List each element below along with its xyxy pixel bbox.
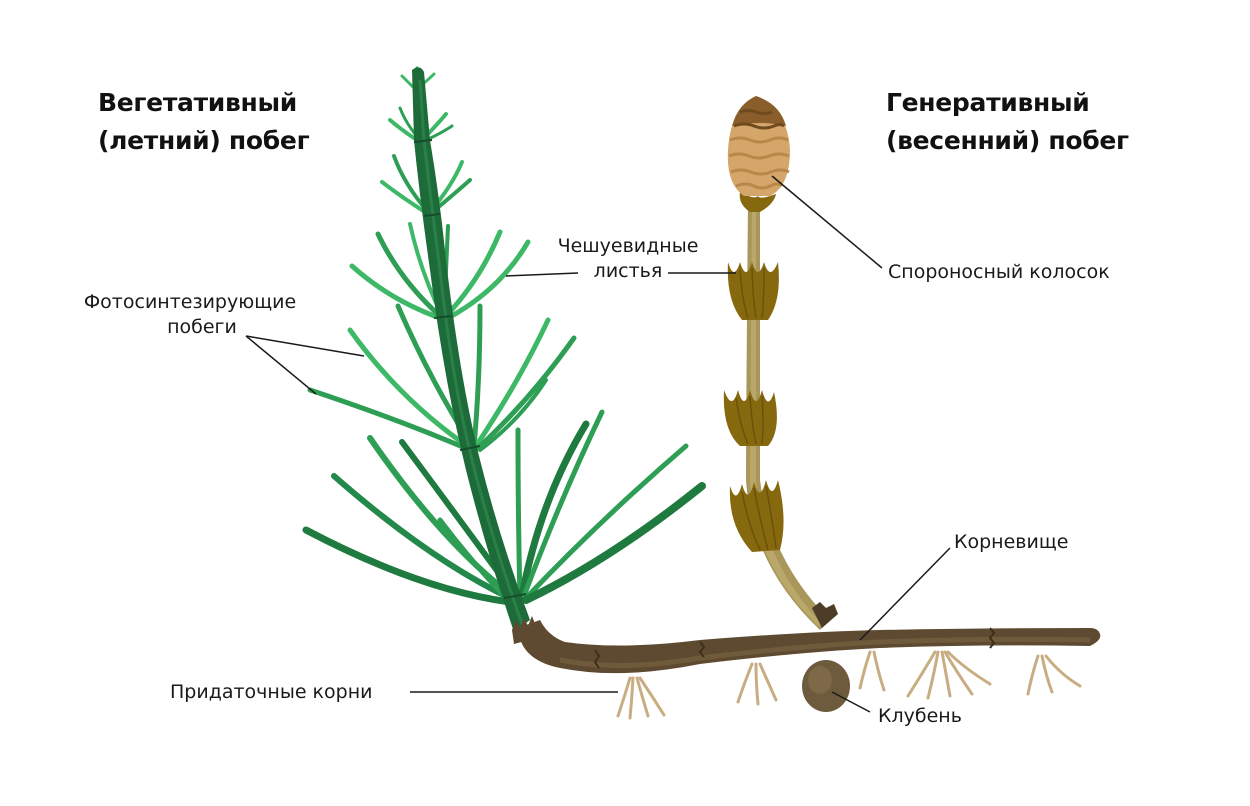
generative-title-line2: (весенний) побег bbox=[886, 126, 1129, 155]
label-scale-leaves-line2: листья bbox=[593, 260, 663, 282]
spore-spike bbox=[727, 96, 790, 196]
leader-tuber bbox=[831, 691, 871, 713]
label-photosynthetic-shoots: Фотосинтезирующие побеги bbox=[60, 290, 320, 340]
label-tuber: Клубень bbox=[878, 705, 962, 727]
leader-photosynthetic-2 bbox=[245, 335, 317, 395]
vegetative-title-line1: Вегетативный bbox=[98, 88, 298, 117]
generative-title-line1: Генеративный bbox=[886, 88, 1090, 117]
tuber bbox=[802, 660, 850, 712]
generative-shoot bbox=[723, 96, 838, 630]
leader-lines bbox=[245, 175, 951, 713]
label-scale-leaves: Чешуевидные листья bbox=[538, 234, 718, 284]
leader-spore-spike bbox=[771, 175, 883, 269]
label-scale-leaves-line1: Чешуевидные bbox=[557, 235, 699, 257]
leader-scale-leaves-left bbox=[505, 272, 579, 277]
label-rhizome: Корневище bbox=[954, 531, 1069, 553]
label-spore-spike: Спороносный колосок bbox=[888, 261, 1110, 283]
vegetative-shoot bbox=[302, 66, 706, 644]
leader-rhizome bbox=[859, 547, 951, 641]
leader-photosynthetic-1 bbox=[245, 335, 365, 357]
vegetative-shoot-title: Вегетативный (летний) побег bbox=[98, 84, 310, 160]
label-photosynthetic-line1: Фотосинтезирующие bbox=[83, 291, 297, 313]
rhizome bbox=[518, 620, 1101, 674]
vegetative-title-line2: (летний) побег bbox=[98, 126, 310, 155]
adventitious-roots bbox=[616, 650, 1082, 720]
label-photosynthetic-line2: побеги bbox=[167, 316, 237, 338]
label-adventitious-roots: Придаточные корни bbox=[170, 681, 373, 703]
generative-shoot-title: Генеративный (весенний) побег bbox=[886, 84, 1129, 160]
